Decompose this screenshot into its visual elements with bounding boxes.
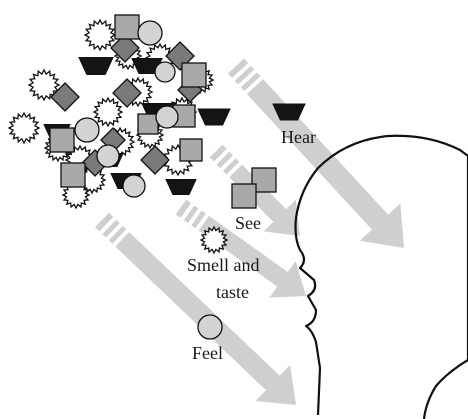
arrow-head [255, 364, 296, 405]
circle-icon [96, 144, 120, 168]
circle-icon [197, 314, 223, 340]
head-outline [294, 134, 468, 419]
starburst-icon [27, 68, 61, 102]
arrow-head [359, 203, 404, 248]
diamond-icon [112, 78, 142, 108]
square-icon [231, 183, 257, 209]
square-icon [181, 62, 207, 88]
label-see: See [235, 213, 261, 233]
arrow-shaft [229, 164, 287, 222]
stimulus-cluster [7, 14, 231, 210]
circle-icon [154, 61, 176, 83]
label-feel: Feel [192, 343, 223, 363]
arrow-tail-stripe [102, 219, 120, 238]
arrow-tail-stripe [191, 210, 206, 229]
bowl-icon [272, 103, 306, 121]
arrow-see [209, 144, 300, 236]
arrow-feel [95, 212, 296, 405]
label-hear: Hear [281, 127, 316, 147]
circle-icon [74, 117, 100, 143]
square-icon [60, 162, 86, 188]
starburst-icon [7, 111, 41, 145]
arrow-tail-stripe [209, 144, 227, 162]
arrow-head [269, 260, 306, 298]
circle-icon [137, 20, 163, 46]
arrow-tail-stripe [216, 151, 233, 168]
arrow-tail-stripe [108, 225, 127, 244]
square-icon [114, 14, 140, 40]
starburst-icon [92, 96, 124, 128]
bowl-icon [165, 179, 197, 195]
diamond-icon [140, 145, 170, 175]
arrow-tail-stripe [175, 199, 192, 218]
arrow-tail-stripe [183, 205, 199, 224]
arrow-tail-stripe [95, 212, 114, 232]
starburst-icon [83, 18, 117, 52]
square-icon [179, 138, 203, 162]
diamond-icon [110, 33, 140, 63]
arrow-tail-stripe [222, 158, 240, 175]
arrow-tail-stripe [227, 58, 249, 78]
label-smell-and: Smell and [187, 255, 260, 275]
square-icon [137, 113, 159, 135]
label-taste: taste [216, 282, 249, 302]
bowl-icon [78, 57, 114, 75]
bowl-icon [197, 108, 231, 126]
circle-icon [155, 105, 179, 129]
circle-icon [122, 174, 146, 198]
diamond-icon [50, 82, 80, 112]
arrow-head [263, 199, 300, 236]
sense-markers [197, 103, 306, 340]
arrow-tail-stripe [240, 72, 261, 92]
arrow-shaft [115, 232, 280, 391]
starburst-icon [199, 225, 229, 255]
arrow-tail-stripe [234, 65, 255, 85]
square-icon [49, 127, 75, 153]
